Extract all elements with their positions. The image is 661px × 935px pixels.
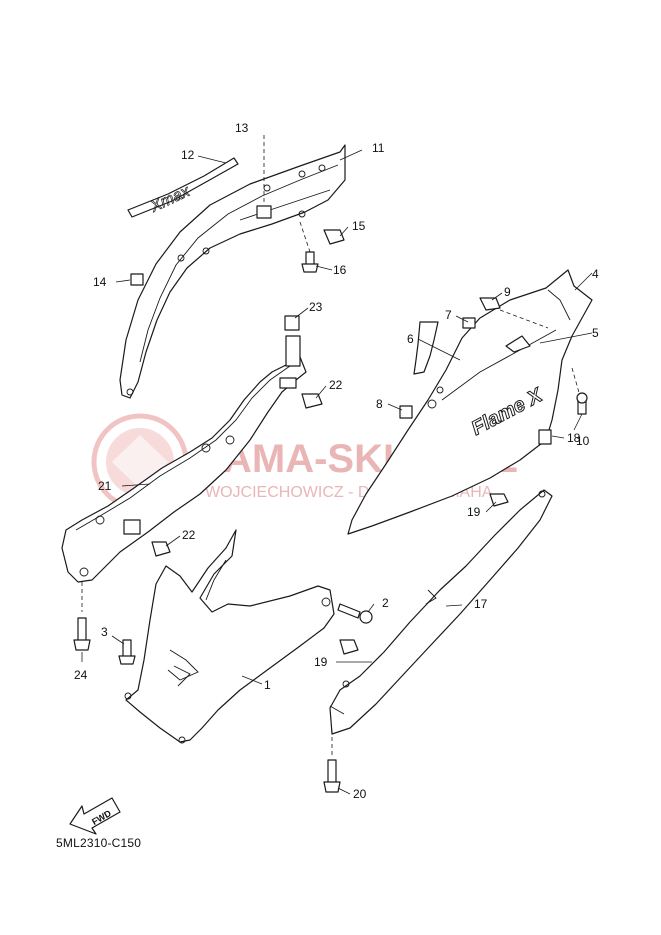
callout-15: 15 [352,219,366,233]
callout-19-upper: 19 [467,505,481,519]
part-2-screw [337,603,373,624]
part-16-screw [299,221,319,273]
part-11-rear-upper-cover [119,144,346,399]
callout-22-upper: 22 [329,378,343,392]
part-19-nut-upper [489,493,509,507]
callout-23: 23 [309,300,323,314]
part-4-side-cover: Flame X [347,269,593,535]
part-24-bolt [73,582,91,651]
part-3-screw [118,639,136,665]
part-14-nut [130,273,144,286]
callout-16: 16 [333,263,347,277]
decal-text: Xmax [147,183,193,217]
part-15-nut [323,229,345,245]
callout-18: 18 [567,431,581,445]
callout-10: 10 [576,434,590,448]
callout-19-lower: 19 [314,655,328,669]
callout-2: 2 [382,596,389,610]
callout-4: 4 [592,267,599,281]
callout-5: 5 [592,326,599,340]
part-1-lower-cover [124,529,335,744]
part-19-nut-lower [339,639,359,655]
callout-17: 17 [474,597,488,611]
part-20-bolt [323,730,341,793]
callout-1: 1 [264,678,271,692]
part-13-nut [256,135,272,219]
callout-14: 14 [93,275,107,289]
callout-8: 8 [376,397,383,411]
part-23-nut [284,315,300,331]
callout-21: 21 [98,479,112,493]
part-6-emblem [413,321,439,375]
callout-20: 20 [353,787,367,801]
fwd-arrow-icon: FWD [69,797,121,835]
part-7-clip [462,317,476,329]
diagram-code: 5ML2310-C150 [56,836,142,850]
callout-24: 24 [74,668,88,682]
part-18-nut [538,429,552,445]
callout-3: 3 [101,625,108,639]
leader-lines [81,149,593,795]
callout-6: 6 [407,332,414,346]
part-22-nut-lower [151,541,171,557]
callout-12: 12 [181,148,195,162]
part-21-inner-rail [61,335,307,583]
callout-labels: 1 2 3 4 5 6 7 8 9 10 11 12 13 14 15 16 1… [74,121,599,801]
callout-11: 11 [372,141,385,155]
callout-7: 7 [445,308,452,322]
callout-13: 13 [235,121,249,135]
part-10-screw [571,367,588,415]
part-22-nut-upper [301,393,323,409]
callout-22-lower: 22 [182,528,196,542]
callout-9: 9 [504,285,511,299]
part-9-clip [479,297,549,329]
part-8-clip [399,405,413,419]
